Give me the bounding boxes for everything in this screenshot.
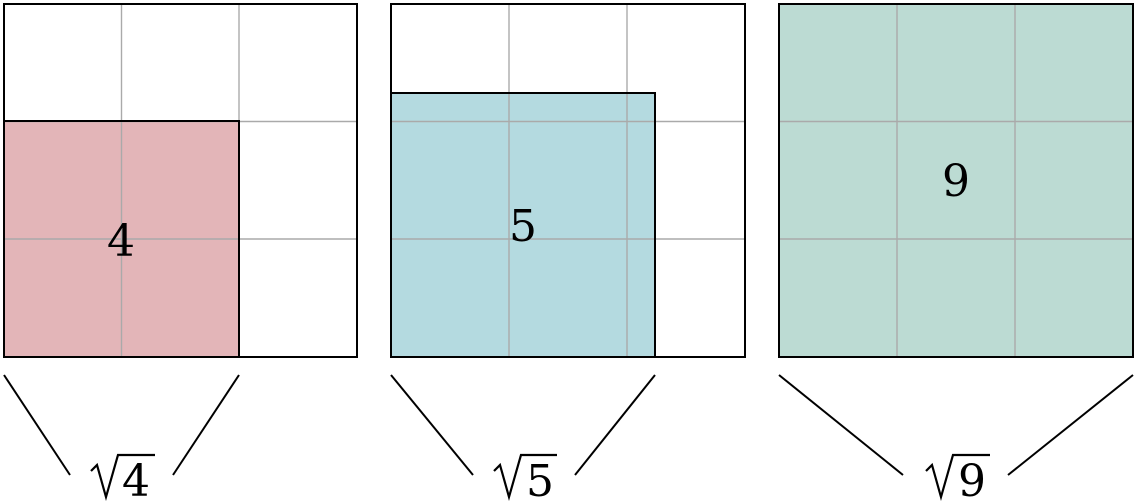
panel-root-4-area-label: 4 [107, 216, 135, 267]
panel-root-4: 4 4 [3, 3, 358, 504]
panel-root-4-brace [3, 374, 240, 476]
panel-root-5-filled-square [391, 93, 655, 357]
panel-root-5-area-label: 5 [509, 201, 537, 252]
panel-root-9-grid-border [778, 3, 1134, 358]
svg-text:5: 5 [526, 456, 554, 504]
panel-root-5-root-label: 5 [493, 453, 557, 504]
panel-root-9-area-label: 9 [942, 156, 970, 207]
panel-root-5-brace [390, 374, 656, 476]
panel-root-5-grid [391, 4, 745, 357]
svg-text:9: 9 [958, 456, 986, 504]
radical-sign [925, 453, 990, 502]
panel-root-9-root-label: 9 [925, 453, 990, 504]
radical-sign [90, 453, 155, 502]
panel-root-5: 5 5 [390, 3, 746, 504]
panel-root-9-grid [779, 4, 1133, 357]
panel-root-9-filled-square [779, 4, 1133, 357]
radical-sign [493, 453, 557, 502]
panel-root-9-brace [778, 374, 1134, 476]
panel-root-5-grid-border [390, 3, 746, 358]
panel-root-4-grid-border [3, 3, 358, 358]
svg-text:4: 4 [122, 456, 150, 504]
panel-root-4-root-label: 4 [90, 453, 155, 504]
panel-root-9: 9 9 [778, 3, 1134, 504]
